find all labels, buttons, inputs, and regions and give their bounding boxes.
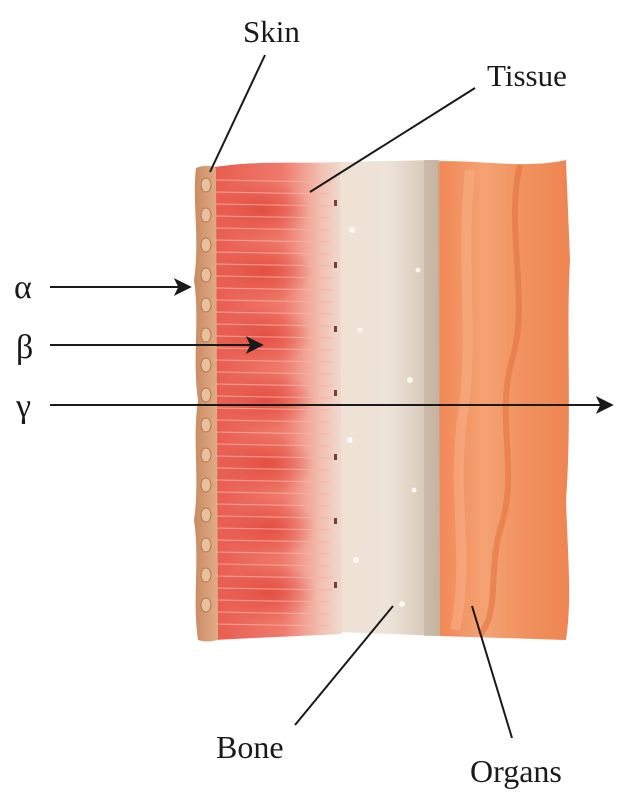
organs-label: Organs bbox=[470, 753, 562, 789]
bone-marrow-edge bbox=[424, 160, 440, 636]
gamma-label: γ bbox=[15, 388, 31, 425]
beta-label: β bbox=[16, 329, 33, 366]
skin-leader-line bbox=[210, 55, 265, 172]
organs-layer bbox=[428, 160, 570, 640]
alpha-label: α bbox=[14, 269, 32, 306]
tissue-label: Tissue bbox=[487, 58, 567, 93]
skin-label: Skin bbox=[243, 14, 300, 49]
bone-label: Bone bbox=[216, 729, 284, 765]
skin-cells bbox=[201, 178, 211, 612]
